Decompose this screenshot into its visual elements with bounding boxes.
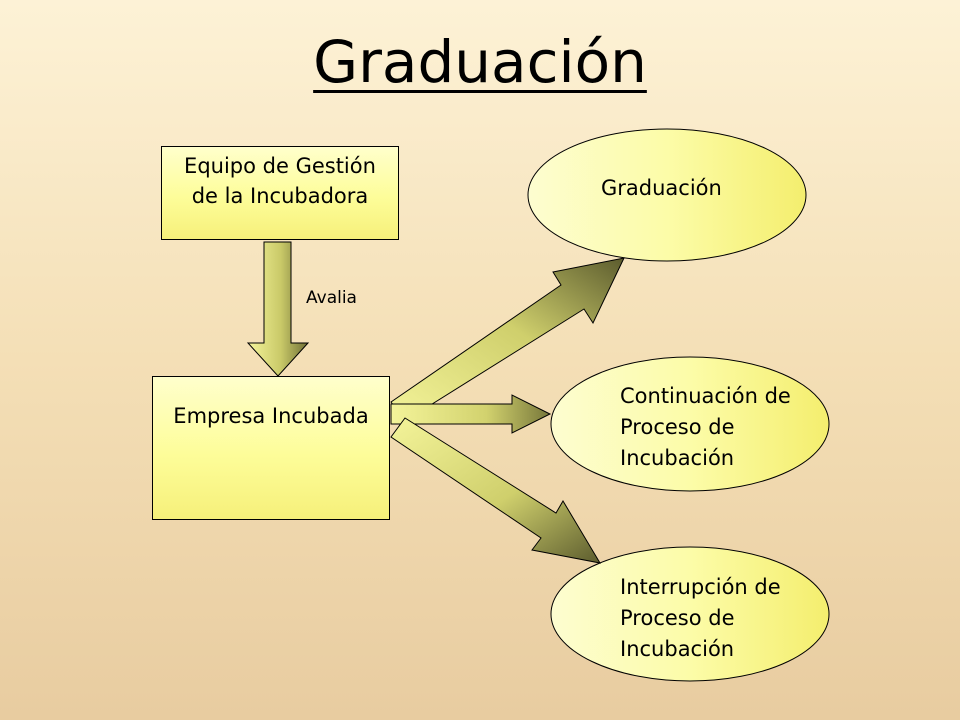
equipo-gestion-box: Equipo de Gestión de la Incubadora xyxy=(161,146,399,240)
avalia-arrow xyxy=(246,241,310,377)
interrupcion-line2: Proceso de xyxy=(620,606,735,630)
equipo-gestion-line1: Equipo de Gestión xyxy=(184,154,376,178)
continuacion-label: Continuación de Proceso de Incubación xyxy=(620,381,791,474)
continuacion-line1: Continuación de xyxy=(620,384,791,408)
continuacion-ellipse xyxy=(550,356,830,492)
avalia-label: Avalia xyxy=(306,288,357,308)
page-title-text: Graduación xyxy=(313,28,647,96)
interrupcion-ellipse xyxy=(550,546,830,682)
empresa-incubada-box: Empresa Incubada xyxy=(152,376,390,520)
interrupcion-line1: Interrupción de xyxy=(620,575,781,599)
arrow-to-interrupcion xyxy=(390,417,602,564)
arrow-to-graduacion xyxy=(390,257,625,422)
equipo-gestion-line2: de la Incubadora xyxy=(191,184,369,208)
page-title: Graduación xyxy=(0,22,960,102)
interrupcion-label: Interrupción de Proceso de Incubación xyxy=(620,572,781,665)
graduacion-ellipse xyxy=(527,128,807,262)
empresa-incubada-label: Empresa Incubada xyxy=(173,404,369,428)
graduacion-label: Graduación xyxy=(601,176,722,200)
continuacion-line2: Proceso de xyxy=(620,415,735,439)
continuacion-line3: Incubación xyxy=(620,446,735,470)
interrupcion-line3: Incubación xyxy=(620,637,735,661)
